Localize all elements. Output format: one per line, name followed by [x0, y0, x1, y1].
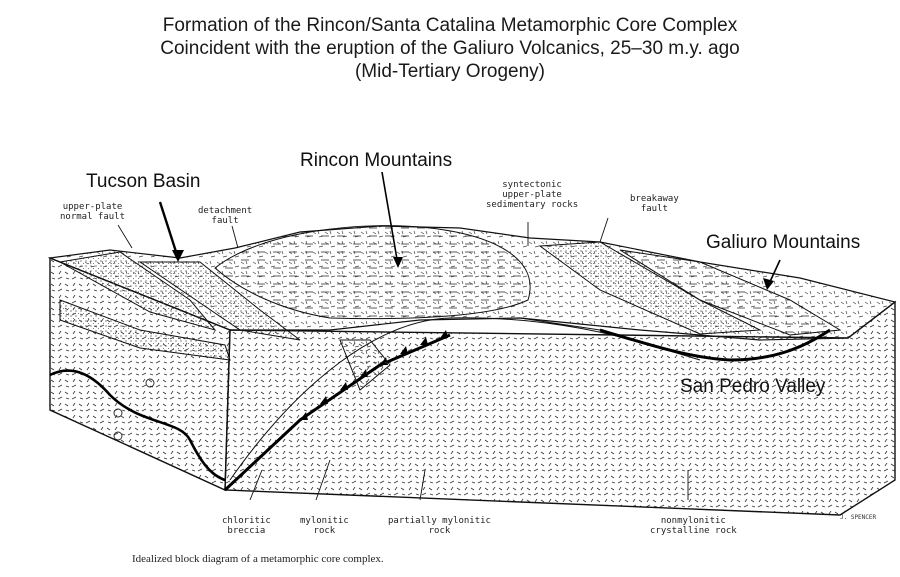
detachment-fault-right — [599, 328, 831, 362]
rincon-dome — [214, 225, 531, 320]
label-san-pedro-valley: San Pedro Valley — [680, 376, 826, 397]
label-syntectonic-rocks: syntectonic upper-plate sedimentary rock… — [486, 180, 579, 210]
label-galiuro-mountains: Galiuro Mountains — [706, 232, 861, 253]
upper-plate-block-right-2 — [619, 249, 842, 336]
upper-plate-block-left-1 — [58, 251, 217, 331]
rincon-arrow — [381, 171, 399, 266]
tucson-basin-arrow — [158, 201, 180, 259]
label-rincon-mountains: Rincon Mountains — [300, 150, 453, 171]
circled-symbols — [113, 378, 155, 441]
title-line-3: (Mid-Tertiary Orogeny) — [354, 61, 546, 82]
label-upper-plate-normal-fault: upper-plate normal fault — [60, 202, 126, 222]
label-nonmylonitic-rock: nonmylonitic crystalline rock — [650, 516, 737, 536]
label-chloritic-breccia: chloritic breccia — [222, 516, 271, 536]
label-detachment-fault: detachment fault — [198, 206, 253, 226]
caption: Idealized block diagram of a metamorphic… — [132, 553, 384, 565]
detachment-fault-line — [223, 333, 451, 492]
label-tucson-basin: Tucson Basin — [86, 171, 201, 192]
title-line-2: Coincident with the eruption of the Gali… — [160, 38, 740, 59]
upper-plate-block-left-3 — [59, 299, 231, 361]
title-line-1: Formation of the Rincon/Santa Catalina M… — [162, 15, 738, 36]
front-left-contact — [49, 369, 226, 482]
label-breakaway-fault: breakaway fault — [630, 194, 679, 214]
credit: J. SPENCER — [840, 514, 877, 521]
label-mylonitic-rock: mylonitic rock — [300, 516, 349, 536]
label-partially-mylonitic-rock: partially mylonitic rock — [388, 516, 491, 536]
breccia-zone — [339, 339, 391, 391]
title-block: Formation of the Rincon/Santa Catalina M… — [0, 14, 900, 83]
upper-plate-block-left-2 — [138, 261, 301, 341]
